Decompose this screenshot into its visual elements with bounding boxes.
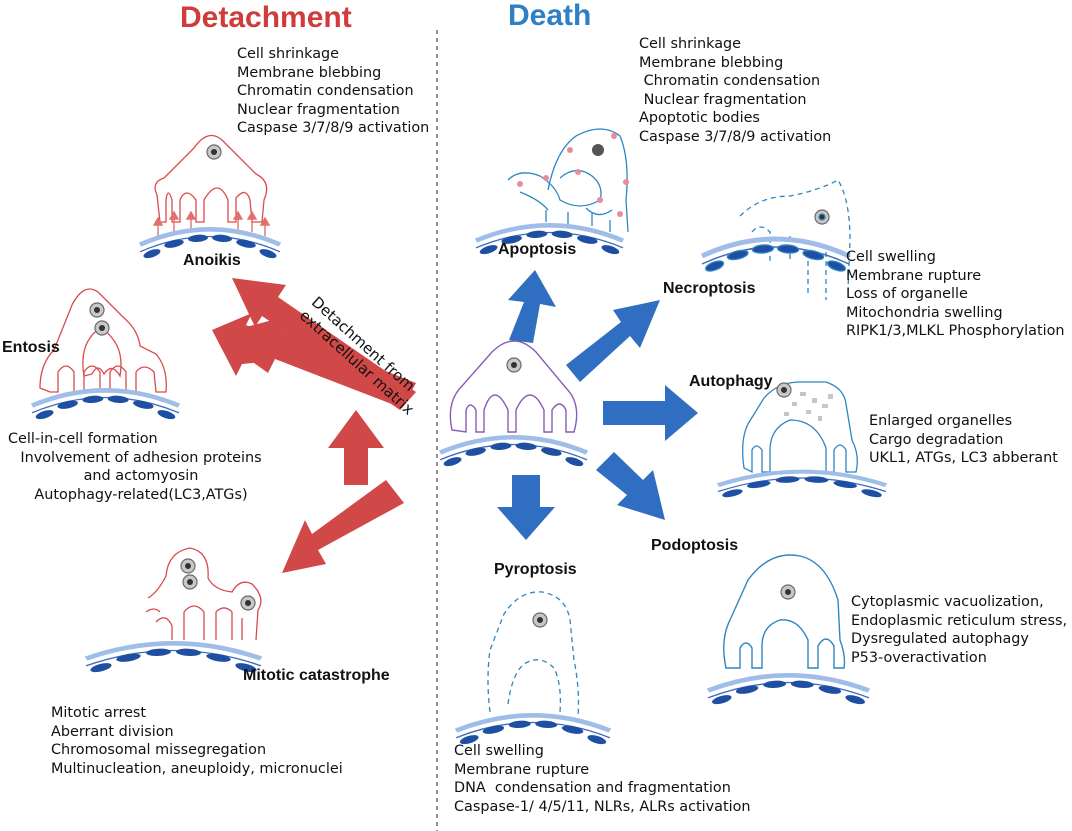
necroptosis-cell xyxy=(702,179,850,300)
arrow-to-entosis-small xyxy=(212,313,284,376)
feature-line: Endoplasmic reticulum stress, xyxy=(851,612,1068,629)
central-cell xyxy=(440,340,587,468)
death-arrows xyxy=(497,270,698,540)
feature-line: Aberrant division xyxy=(51,723,174,740)
feature-line: Enlarged organelles xyxy=(869,413,1013,429)
feature-line: Multinucleation, aneuploidy, micronuclei xyxy=(51,760,343,777)
mitotic-catastrophe-cell xyxy=(86,547,261,674)
entosis-label: Entosis xyxy=(2,339,60,356)
feature-line: Caspase 3/7/8/9 activation xyxy=(639,128,832,145)
feature-line: Autophagy-related(LC3,ATGs) xyxy=(34,486,248,503)
autophagy-label: Autophagy xyxy=(689,373,773,390)
feature-line: Chromosomal missegregation xyxy=(51,742,267,759)
detachment-heading: Detachment xyxy=(180,1,352,34)
entosis-cell xyxy=(32,288,179,421)
podoptosis-features: Cytoplasmic vacuolization, Endoplasmic r… xyxy=(851,593,1067,667)
mitotic-catastrophe-features: Mitotic arrest Aberrant division Chromos… xyxy=(51,704,343,778)
feature-line: Involvement of adhesion proteins xyxy=(20,449,262,466)
arrow-to-mitotic xyxy=(282,480,404,573)
autophagy-features: Enlarged organelles Cargo degradation UK… xyxy=(869,412,1058,468)
feature-line: Apoptotic bodies xyxy=(639,110,760,127)
anoikis-label: Anoikis xyxy=(183,252,241,269)
podoptosis-cell xyxy=(708,554,869,706)
feature-line: Nuclear fragmentation xyxy=(237,101,400,118)
necroptosis-features: Cell swelling Membrane rupture Loss of o… xyxy=(846,248,1065,341)
feature-line: Membrane blebbing xyxy=(237,64,382,81)
feature-line: UKL1, ATGs, LC3 abberant xyxy=(869,450,1058,467)
feature-line: Cargo degradation xyxy=(869,431,1004,448)
feature-line: Mitochondria swelling xyxy=(846,304,1003,321)
feature-line: Cell shrinkage xyxy=(639,36,742,52)
apoptosis-features: Cell shrinkage Membrane blebbing Chromat… xyxy=(639,35,831,147)
podoptosis-label: Podoptosis xyxy=(651,537,739,554)
feature-line: Loss of organelle xyxy=(846,286,968,303)
pyroptosis-label: Pyroptosis xyxy=(494,561,577,578)
pyroptosis-cell xyxy=(456,591,610,746)
feature-line: Cell shrinkage xyxy=(237,46,340,62)
feature-line: Membrane rupture xyxy=(846,267,982,284)
arrow-to-autophagy xyxy=(603,385,698,441)
entosis-features: Cell-in-cell formation Involvement of ad… xyxy=(8,430,274,504)
feature-line: Cytoplasmic vacuolization, xyxy=(851,594,1044,610)
autophagy-cell xyxy=(718,381,886,499)
feature-line: P53-overactivation xyxy=(851,649,987,666)
arrow-to-pyroptosis xyxy=(497,475,555,540)
feature-line: Caspase 3/7/8/9 activation xyxy=(237,120,430,137)
feature-line: Membrane blebbing xyxy=(639,54,784,71)
mitotic-catastrophe-label: Mitotic catastrophe xyxy=(243,667,390,684)
apoptosis-cell xyxy=(476,128,629,256)
feature-line: Cell swelling xyxy=(846,249,936,265)
arrow-to-apoptosis xyxy=(508,270,556,343)
death-heading: Death xyxy=(508,0,592,32)
pyroptosis-features: Cell swelling Membrane rupture DNA conde… xyxy=(454,742,751,816)
feature-line: Cell-in-cell formation xyxy=(8,431,158,447)
arrow-up-center xyxy=(328,410,384,485)
feature-line: RIPK1/3,MLKL Phosphorylation xyxy=(846,323,1065,340)
feature-line: Membrane rupture xyxy=(454,761,590,778)
arrow-to-podoptosis xyxy=(596,452,665,520)
feature-line: and actomyosin xyxy=(83,468,199,485)
feature-line: Chromatin condensation xyxy=(639,73,821,90)
feature-line: Mitotic arrest xyxy=(51,705,147,721)
anoikis-features: Cell shrinkage Membrane blebbing Chromat… xyxy=(237,45,429,138)
feature-line: Dysregulated autophagy xyxy=(851,631,1029,648)
anoikis-cell xyxy=(140,134,280,260)
feature-line: Caspase-1/ 4/5/11, NLRs, ALRs activation xyxy=(454,798,751,815)
feature-line: Cell swelling xyxy=(454,743,544,759)
apoptosis-label: Apoptosis xyxy=(498,241,577,258)
detachment-arrows xyxy=(212,278,416,573)
feature-line: DNA condensation and fragmentation xyxy=(454,780,731,797)
feature-line: Chromatin condensation xyxy=(237,83,414,100)
necroptosis-label: Necroptosis xyxy=(663,280,756,297)
feature-line: Nuclear fragmentation xyxy=(639,91,807,108)
arrow-to-necroptosis xyxy=(566,300,660,382)
